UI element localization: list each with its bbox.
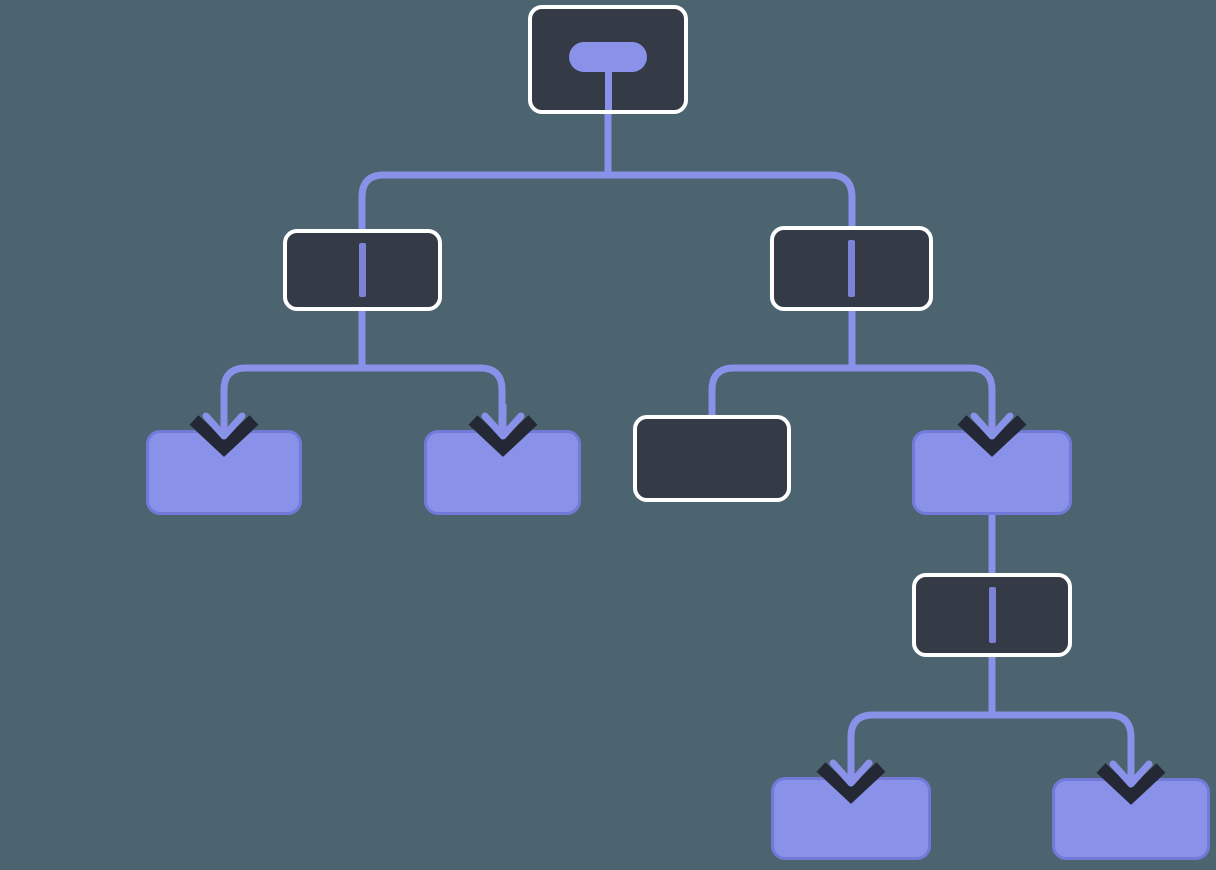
collapsed-line-icon bbox=[848, 240, 855, 297]
collapsed-line-icon bbox=[359, 243, 366, 297]
collapsed-subtree-stem bbox=[604, 67, 612, 110]
tree-node-branch-left[interactable] bbox=[283, 229, 442, 311]
tree-node-leaf-c[interactable] bbox=[912, 404, 1072, 515]
tree-node-leaf-a[interactable] bbox=[146, 404, 302, 515]
tree-node-leaf-d[interactable] bbox=[771, 751, 931, 860]
tree-node-leaf-e[interactable] bbox=[1052, 752, 1210, 860]
tree-node-dark-plain[interactable] bbox=[633, 415, 791, 502]
collapsed-line-icon bbox=[988, 587, 996, 643]
tree-node-leaf-b[interactable] bbox=[424, 404, 581, 515]
tree-node-branch-sub[interactable] bbox=[912, 573, 1072, 657]
tree-node-root[interactable] bbox=[528, 5, 688, 114]
tree-node-branch-right[interactable] bbox=[770, 226, 933, 311]
